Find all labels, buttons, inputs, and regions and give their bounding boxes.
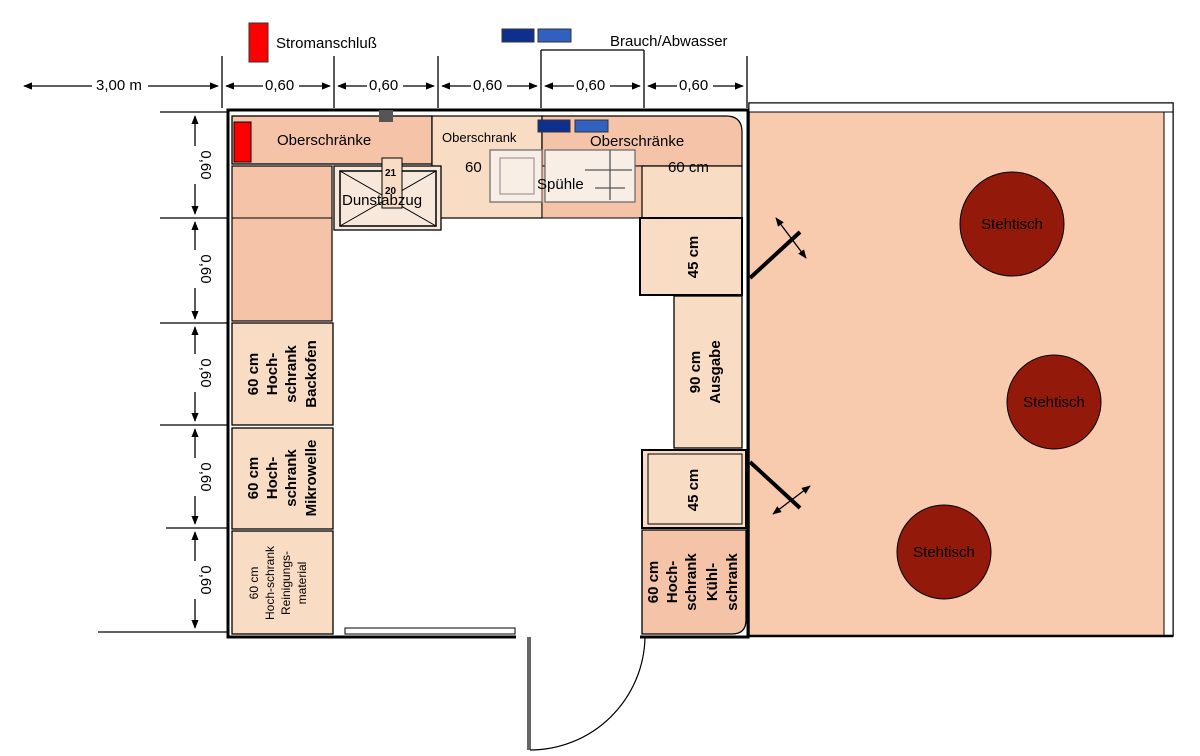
dim-left-3: 0,60 xyxy=(197,358,214,387)
water-connection-dark xyxy=(537,119,571,133)
sink-label: Spühle xyxy=(537,176,584,193)
service-counter-line-1: 90 cm xyxy=(687,351,704,394)
standing-table-1-label: Stehtisch xyxy=(981,216,1043,233)
dim-top-1: 0,60 xyxy=(265,77,294,94)
dim-top-3: 0,60 xyxy=(473,77,502,94)
standing-table-3 xyxy=(896,504,992,600)
service-counter-line-2: Ausgabe xyxy=(707,340,724,403)
standing-table-2-label: Stehtisch xyxy=(1023,394,1085,411)
power-outlet-icon xyxy=(248,22,269,63)
dim-left-2: 0,60 xyxy=(197,254,214,283)
hood-label: Dunstabzug xyxy=(342,192,422,209)
water-dark-icon xyxy=(501,28,535,43)
cleaning-line-4: material xyxy=(295,562,309,605)
dim-left-5: 0,60 xyxy=(197,565,214,594)
fridge-line-3: schrank xyxy=(683,553,700,611)
dim-top-5: 0,60 xyxy=(679,77,708,94)
cabinet-right-top xyxy=(641,165,743,219)
fridge-line-1: 60 cm xyxy=(645,561,662,604)
cabinet-45-bottom-label: 45 cm xyxy=(685,469,702,512)
oven-line-1: 60 cm xyxy=(245,353,262,396)
cabinet-right-top-label: 60 cm xyxy=(668,159,709,176)
cleaning-line-1: 60 cm xyxy=(247,567,261,600)
cabinet-45-bottom xyxy=(641,449,747,529)
dim-top-4: 0,60 xyxy=(576,77,605,94)
fridge-tall-cabinet xyxy=(641,529,747,635)
cabinet-45-top-label: 45 cm xyxy=(685,236,702,279)
dim-left-4: 0,60 xyxy=(197,462,214,491)
dim-top-2: 0,60 xyxy=(369,77,398,94)
cleaning-line-2: Hoch-schrank xyxy=(263,545,277,620)
fridge-line-5: schrank xyxy=(724,553,741,611)
upper-cabinets-left xyxy=(231,115,433,165)
hood-num-20: 20 xyxy=(385,186,397,197)
microwave-line-3: schrank xyxy=(283,449,300,507)
cleaning-tall-cabinet xyxy=(231,530,334,635)
water-light-icon xyxy=(537,28,572,43)
power-outlet-marker xyxy=(233,121,252,163)
power-label: Stromanschluß xyxy=(276,35,377,52)
left-base-cabinet xyxy=(231,165,333,322)
oven-line-2: Hoch- xyxy=(264,353,281,396)
hood-num-21: 21 xyxy=(385,168,397,179)
water-connection-light xyxy=(574,119,609,133)
upper-cabinet-middle-60: 60 xyxy=(465,159,482,176)
oven-line-3: schrank xyxy=(283,345,300,403)
service-counter xyxy=(673,295,743,449)
sink-basin xyxy=(544,149,636,203)
entrance-door xyxy=(529,636,646,751)
cabinet-45-top xyxy=(639,217,743,296)
microwave-tall-cabinet xyxy=(231,427,334,530)
upper-cabinets-right-label: Oberschränke xyxy=(590,133,684,150)
water-label: Brauch/Abwasser xyxy=(610,33,728,50)
oven-line-4: Backofen xyxy=(303,340,320,408)
upper-cabinets-left-label: Oberschränke xyxy=(277,132,371,149)
fridge-line-2: Hoch- xyxy=(664,561,681,604)
microwave-line-2: Hoch- xyxy=(264,457,281,500)
standing-table-1 xyxy=(959,171,1065,277)
oven-tall-cabinet xyxy=(231,322,334,426)
dim-left-1: 0,60 xyxy=(197,150,214,179)
cleaning-line-3: Reinigungs- xyxy=(279,551,293,615)
total-width-label: 3,00 m xyxy=(96,77,142,94)
standing-table-3-label: Stehtisch xyxy=(913,544,975,561)
fridge-line-4: Kühl- xyxy=(704,563,721,601)
standing-table-2 xyxy=(1006,354,1102,450)
microwave-line-1: 60 cm xyxy=(245,457,262,500)
microwave-line-4: Mikrowelle xyxy=(303,440,320,517)
upper-cabinet-middle-label: Oberschrank xyxy=(442,130,517,145)
